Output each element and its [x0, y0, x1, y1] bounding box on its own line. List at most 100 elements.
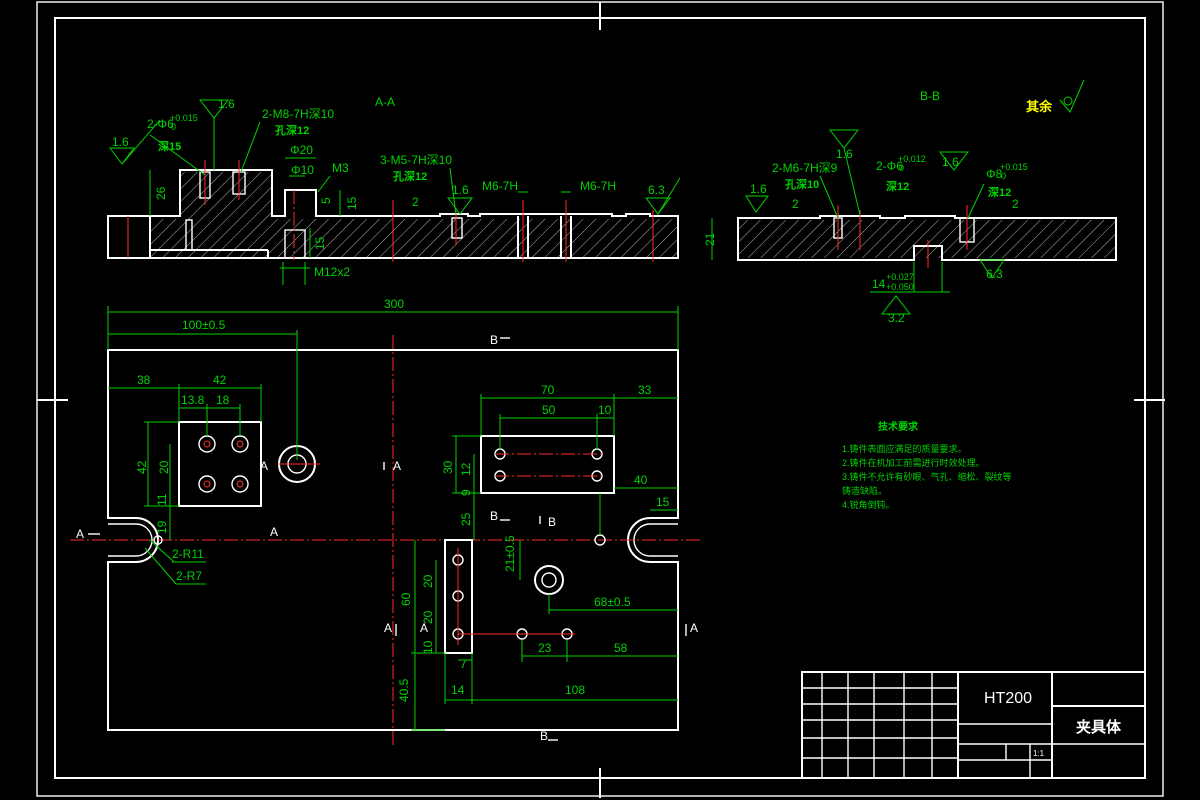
- note-line: 1.铸件表面应满足的质量要求。: [842, 443, 967, 454]
- svg-text:100±0.5: 100±0.5: [182, 318, 226, 332]
- scale-label: 1:1: [1033, 749, 1045, 758]
- svg-text:19: 19: [155, 520, 169, 534]
- svg-text:1.6: 1.6: [218, 97, 235, 111]
- svg-text:7: 7: [460, 657, 467, 671]
- svg-text:2-R11: 2-R11: [172, 547, 204, 561]
- svg-text:10: 10: [598, 403, 612, 417]
- svg-text:9: 9: [459, 489, 473, 496]
- note-line: 3.铸件不允许有砂眼、气孔、缩松、裂纹等: [842, 471, 1012, 482]
- svg-text:6.3: 6.3: [648, 183, 665, 197]
- svg-text:1.6: 1.6: [750, 182, 767, 196]
- svg-text:10: 10: [421, 640, 435, 654]
- svg-text:孔深12: 孔深12: [393, 169, 427, 183]
- svg-text:20: 20: [421, 610, 435, 624]
- svg-text:60: 60: [399, 592, 413, 606]
- svg-text:300: 300: [384, 297, 404, 311]
- section-marks: A A A A A A A B B B B: [76, 333, 698, 743]
- svg-text:40: 40: [634, 473, 648, 487]
- svg-text:2: 2: [412, 195, 419, 209]
- svg-text:2-M6-7H深9: 2-M6-7H深9: [772, 161, 838, 175]
- svg-text:+0.012: +0.012: [898, 154, 926, 164]
- sheet-border: [36, 1, 1165, 798]
- svg-text:21±0.5: 21±0.5: [503, 535, 517, 572]
- svg-text:1.6: 1.6: [452, 183, 469, 197]
- note-line: 4.锐角倒钝。: [842, 499, 895, 510]
- section-aa-label: A-A: [375, 95, 395, 109]
- svg-text:1.6: 1.6: [942, 155, 959, 169]
- svg-text:孔深12: 孔深12: [275, 123, 309, 137]
- svg-text:30: 30: [441, 460, 455, 474]
- svg-text:A: A: [384, 621, 392, 635]
- svg-text:+0.050: +0.050: [886, 282, 914, 292]
- svg-text:18: 18: [216, 393, 230, 407]
- svg-text:68±0.5: 68±0.5: [594, 595, 631, 609]
- svg-text:2: 2: [792, 197, 799, 211]
- section-bb-label: B-B: [920, 89, 940, 103]
- svg-text:20: 20: [157, 460, 171, 474]
- svg-text:20: 20: [421, 574, 435, 588]
- svg-text:B: B: [548, 515, 556, 529]
- svg-text:2-Φ6: 2-Φ6: [876, 159, 903, 173]
- svg-text:33: 33: [638, 383, 652, 397]
- svg-text:+0.015: +0.015: [1000, 162, 1028, 172]
- svg-text:A: A: [260, 459, 268, 473]
- svg-text:+0.027: +0.027: [886, 272, 914, 282]
- svg-text:3.2: 3.2: [888, 311, 905, 325]
- svg-text:Φ20: Φ20: [290, 143, 313, 157]
- svg-text:A: A: [76, 527, 84, 541]
- svg-text:Φ8: Φ8: [986, 167, 1003, 181]
- svg-text:M3: M3: [332, 161, 349, 175]
- note-line: 铸造缺陷。: [842, 485, 887, 496]
- svg-text:23: 23: [538, 641, 552, 655]
- svg-text:深15: 深15: [158, 139, 181, 153]
- svg-text:0: 0: [1001, 171, 1006, 181]
- svg-text:孔深10: 孔深10: [785, 177, 819, 191]
- notes-title: 技术要求: [878, 420, 919, 433]
- section-aa-view: A-A 1.6 2-Φ6 +0.015 0 深15 1.6 2: [107, 95, 681, 285]
- part-name: 夹具体: [1076, 718, 1122, 736]
- svg-text:14: 14: [872, 277, 886, 291]
- svg-text:2-Φ6: 2-Φ6: [147, 117, 174, 131]
- section-bb-view: B-B 其余 21 1.6 2-M6-7H深9 孔深10 2 1.6 2-Φ6 …: [703, 79, 1117, 325]
- svg-text:B: B: [490, 509, 498, 523]
- svg-text:Φ10: Φ10: [291, 163, 314, 177]
- svg-text:42: 42: [135, 460, 149, 474]
- svg-text:+0.015: +0.015: [170, 113, 198, 123]
- svg-text:2-R7: 2-R7: [176, 569, 202, 583]
- svg-text:B: B: [540, 729, 548, 743]
- svg-text:A: A: [270, 525, 278, 539]
- plan-view: 300 100±0.5 38 42 13.8 18 42 20 11 19 2-…: [70, 297, 700, 745]
- svg-text:0: 0: [171, 122, 176, 132]
- note-line: 2.铸件在机加工前需进行时效处理。: [842, 457, 985, 468]
- svg-text:5: 5: [319, 197, 333, 204]
- svg-text:15: 15: [656, 495, 670, 509]
- svg-text:58: 58: [614, 641, 628, 655]
- svg-text:108: 108: [565, 683, 585, 697]
- svg-text:1.6: 1.6: [836, 147, 853, 161]
- svg-text:M12x2: M12x2: [314, 265, 350, 279]
- title-block: HT200 夹具体 1:1: [801, 671, 1146, 779]
- svg-text:38: 38: [137, 373, 151, 387]
- svg-text:M6-7H: M6-7H: [580, 179, 616, 193]
- svg-text:70: 70: [541, 383, 555, 397]
- svg-text:B: B: [490, 333, 498, 347]
- svg-text:26: 26: [154, 186, 168, 200]
- svg-text:42: 42: [213, 373, 227, 387]
- svg-text:25: 25: [459, 512, 473, 526]
- technical-requirements: 技术要求 1.铸件表面应满足的质量要求。 2.铸件在机加工前需进行时效处理。 3…: [842, 420, 1012, 510]
- material-label: HT200: [984, 690, 1032, 707]
- svg-text:A: A: [420, 621, 428, 635]
- svg-text:0: 0: [899, 163, 904, 173]
- rest-roughness-mark: 其余: [1026, 99, 1053, 114]
- svg-text:50: 50: [542, 403, 556, 417]
- svg-text:2-M8-7H深10: 2-M8-7H深10: [262, 107, 334, 121]
- svg-text:A: A: [690, 621, 698, 635]
- svg-text:15: 15: [313, 236, 327, 250]
- svg-text:12: 12: [459, 462, 473, 476]
- svg-text:1.6: 1.6: [112, 135, 129, 149]
- svg-text:13.8: 13.8: [181, 393, 205, 407]
- svg-text:3-M5-7H深10: 3-M5-7H深10: [380, 153, 452, 167]
- svg-text:15: 15: [345, 196, 359, 210]
- svg-text:A: A: [393, 459, 401, 473]
